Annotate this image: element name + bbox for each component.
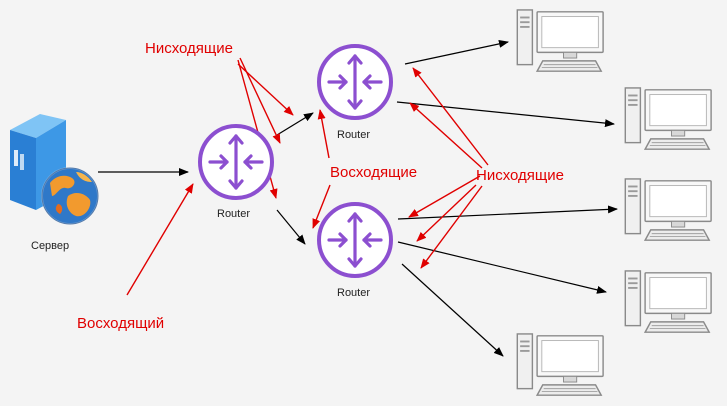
router-2-label: Router (337, 129, 370, 141)
link-router3-pc3 (397, 205, 618, 220)
router-2-icon (317, 44, 393, 120)
annotation-downstream-right: Нисходящие (476, 167, 564, 184)
annotation-upstream-bottom: Восходящий (77, 315, 164, 332)
arrow-downstream-right-3 (408, 175, 481, 218)
desktop-computer-icon (516, 333, 604, 396)
router-1-icon (198, 124, 274, 200)
arrow-downstream-right-2 (409, 102, 483, 169)
arrow-upstream-mid-1 (317, 109, 330, 159)
arrow-upstream-bottom (126, 183, 194, 296)
annotation-arrows (126, 57, 489, 296)
server-label: Сервер (31, 240, 69, 252)
router-3-label: Router (337, 287, 370, 299)
globe-icon (41, 167, 99, 225)
arrow-downstream-right-1 (412, 67, 489, 166)
annotation-downstream-top: Нисходящие (145, 40, 233, 57)
link-router1-router2 (276, 112, 314, 136)
link-router1-router3 (276, 209, 306, 245)
arrow-upstream-mid-2 (312, 184, 331, 229)
router-1-label: Router (217, 208, 250, 220)
desktop-computer-icon (624, 87, 712, 150)
arrow-downstream-right-5 (420, 185, 483, 269)
server-icon (10, 114, 99, 225)
arrow-downstream-right-4 (416, 184, 477, 242)
network-links (98, 39, 618, 357)
link-router3-pc5 (401, 263, 504, 357)
router-3-icon (317, 202, 393, 278)
desktop-computer-icon (624, 270, 712, 333)
desktop-computer-icon (624, 178, 712, 241)
link-router3-pc4 (397, 241, 607, 294)
link-router2-pc2 (396, 101, 615, 128)
desktop-computer-icon (516, 9, 604, 72)
annotation-upstream-middle: Восходящие (330, 164, 417, 181)
link-router2-pc1 (404, 39, 509, 65)
arrow-downstream-2 (239, 57, 281, 144)
